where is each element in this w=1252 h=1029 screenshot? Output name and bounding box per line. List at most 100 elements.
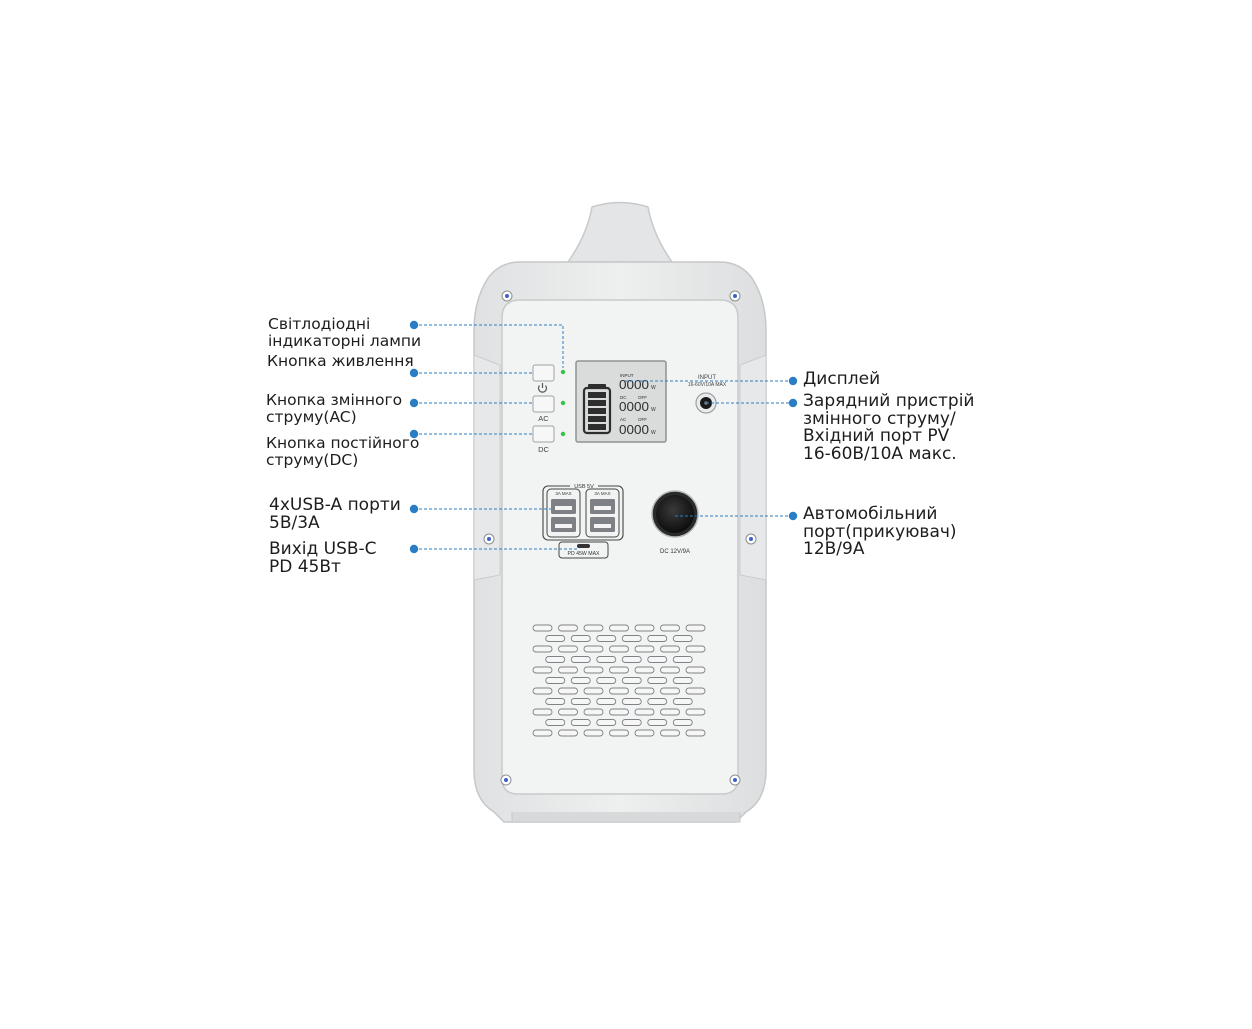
vent-slot	[634, 708, 655, 716]
vent-slot	[660, 687, 680, 695]
car-port-label: DC 12V/9A	[660, 549, 690, 555]
vent-slot	[583, 729, 604, 737]
callout-car-line-3: 12В/9А	[803, 539, 865, 559]
usb-c-frame	[558, 541, 609, 559]
vent-slot	[583, 645, 604, 653]
vent-slot	[672, 698, 693, 705]
callout-usb-a-line-1: 4xUSB-A порти	[269, 495, 401, 515]
lcd-dc-label: DC	[620, 395, 627, 400]
vent-slot	[570, 656, 591, 663]
lcd-ac-label: AC	[620, 417, 627, 422]
vent-slot	[583, 624, 604, 632]
vent-slot	[545, 635, 566, 642]
vent-slot	[609, 687, 629, 695]
usb-c-label: PD 45W MAX	[568, 551, 601, 557]
vent-slot	[660, 708, 680, 716]
callout-charger-line-1: Зарядний пристрій	[803, 391, 975, 411]
vent-slot	[647, 677, 668, 684]
vent-slot	[685, 624, 706, 632]
vent-slot	[609, 729, 629, 737]
vent-slot	[647, 635, 668, 642]
ac-button-label: AC	[538, 414, 549, 423]
vent-slot	[583, 666, 604, 674]
vent-slot	[596, 635, 617, 642]
lcd-row3-unit: W	[651, 430, 656, 436]
power-button[interactable]	[532, 364, 555, 382]
vent-slot	[570, 719, 591, 726]
led-ac	[560, 400, 566, 406]
vent-slot	[634, 624, 655, 632]
vent-slot	[634, 666, 655, 674]
vent-slot	[634, 645, 655, 653]
vent-slot	[596, 719, 617, 726]
usb-group-label-bg	[570, 481, 598, 490]
lcd-row3-digits: 0000	[619, 422, 649, 437]
dc-button[interactable]	[532, 425, 555, 443]
callout-dc-line-2: струму(DC)	[266, 451, 359, 469]
vent-slot	[621, 635, 642, 642]
usb-left-max-label: 3A MAX	[555, 491, 571, 496]
callout-ac-button: Кнопка змінного струму(AC)	[266, 392, 402, 426]
callout-dc-button: Кнопка постійного струму(DC)	[266, 435, 419, 469]
vent-slot	[672, 656, 693, 663]
callout-car-port: Автомобільний порт(прикуювач) 12В/9А	[803, 504, 957, 559]
dc-button-label: DC	[538, 445, 549, 454]
ac-button[interactable]	[532, 395, 555, 413]
vent-slot	[545, 719, 566, 726]
vent-slot	[634, 687, 655, 695]
lcd-input-label: INPUT	[620, 373, 634, 378]
vent-slot	[558, 645, 578, 653]
callout-dc-line-1: Кнопка постійного	[266, 434, 420, 452]
callout-led-indicators: Світлодіодні індикаторні лампи	[268, 316, 421, 350]
vent-slot	[634, 729, 655, 737]
led-power	[560, 369, 566, 375]
feet	[511, 812, 741, 823]
vent-slot	[660, 729, 680, 737]
vent-slot	[685, 666, 706, 674]
usb-c-port[interactable]	[577, 544, 590, 548]
callout-ac-line-2: струму(AC)	[266, 408, 357, 426]
lcd-row1-digits: 0000	[619, 377, 649, 392]
vent-slot	[583, 708, 604, 716]
vent-slot	[621, 719, 642, 726]
screw-centers	[487, 294, 753, 782]
callout-display: Дисплей	[803, 369, 881, 389]
callout-usb-c-line-1: Вихід USB-C	[269, 539, 377, 559]
vent-slot	[532, 708, 553, 716]
vent-grille	[532, 624, 706, 737]
vent-slot	[647, 698, 668, 705]
vent-slot	[545, 677, 566, 684]
callout-display-line-1: Дисплей	[803, 369, 881, 389]
callout-charger-input: Зарядний пристрій змінного струму/ Вхідн…	[803, 391, 975, 463]
leader-led	[414, 324, 564, 368]
lcd-ac-off-label: OFF	[638, 417, 647, 422]
vent-slot	[558, 624, 578, 632]
lcd-row1-unit: W	[651, 385, 656, 391]
vent-slot	[685, 708, 706, 716]
callout-car-line-1: Автомобільний	[803, 504, 938, 524]
vent-slot	[545, 698, 566, 705]
car-port[interactable]	[656, 495, 694, 533]
power-symbol-icon	[537, 383, 548, 393]
callout-power-line-1: Кнопка живлення	[267, 352, 414, 370]
lcd-dc-off-label: OFF	[638, 395, 647, 400]
lcd-readouts: INPUT 0000 W DC OFF 0000 W AC OFF 0000 W	[619, 373, 656, 437]
vent-slot	[660, 645, 680, 653]
vent-slot	[558, 687, 578, 695]
vent-slot	[532, 666, 553, 674]
vent-slot	[583, 687, 604, 695]
callout-ac-line-1: Кнопка змінного	[266, 391, 403, 409]
vent-slot	[621, 656, 642, 663]
vent-slot	[621, 698, 642, 705]
battery-icon	[582, 384, 612, 435]
vent-slot	[672, 677, 693, 684]
callout-power-button: Кнопка живлення	[267, 353, 414, 370]
top-handle[interactable]	[566, 201, 674, 263]
led-dc	[560, 431, 566, 437]
vent-slot	[532, 729, 553, 737]
callout-led-line-1: Світлодіодні	[268, 315, 371, 333]
vent-slot	[532, 687, 553, 695]
vent-slot	[570, 635, 591, 642]
